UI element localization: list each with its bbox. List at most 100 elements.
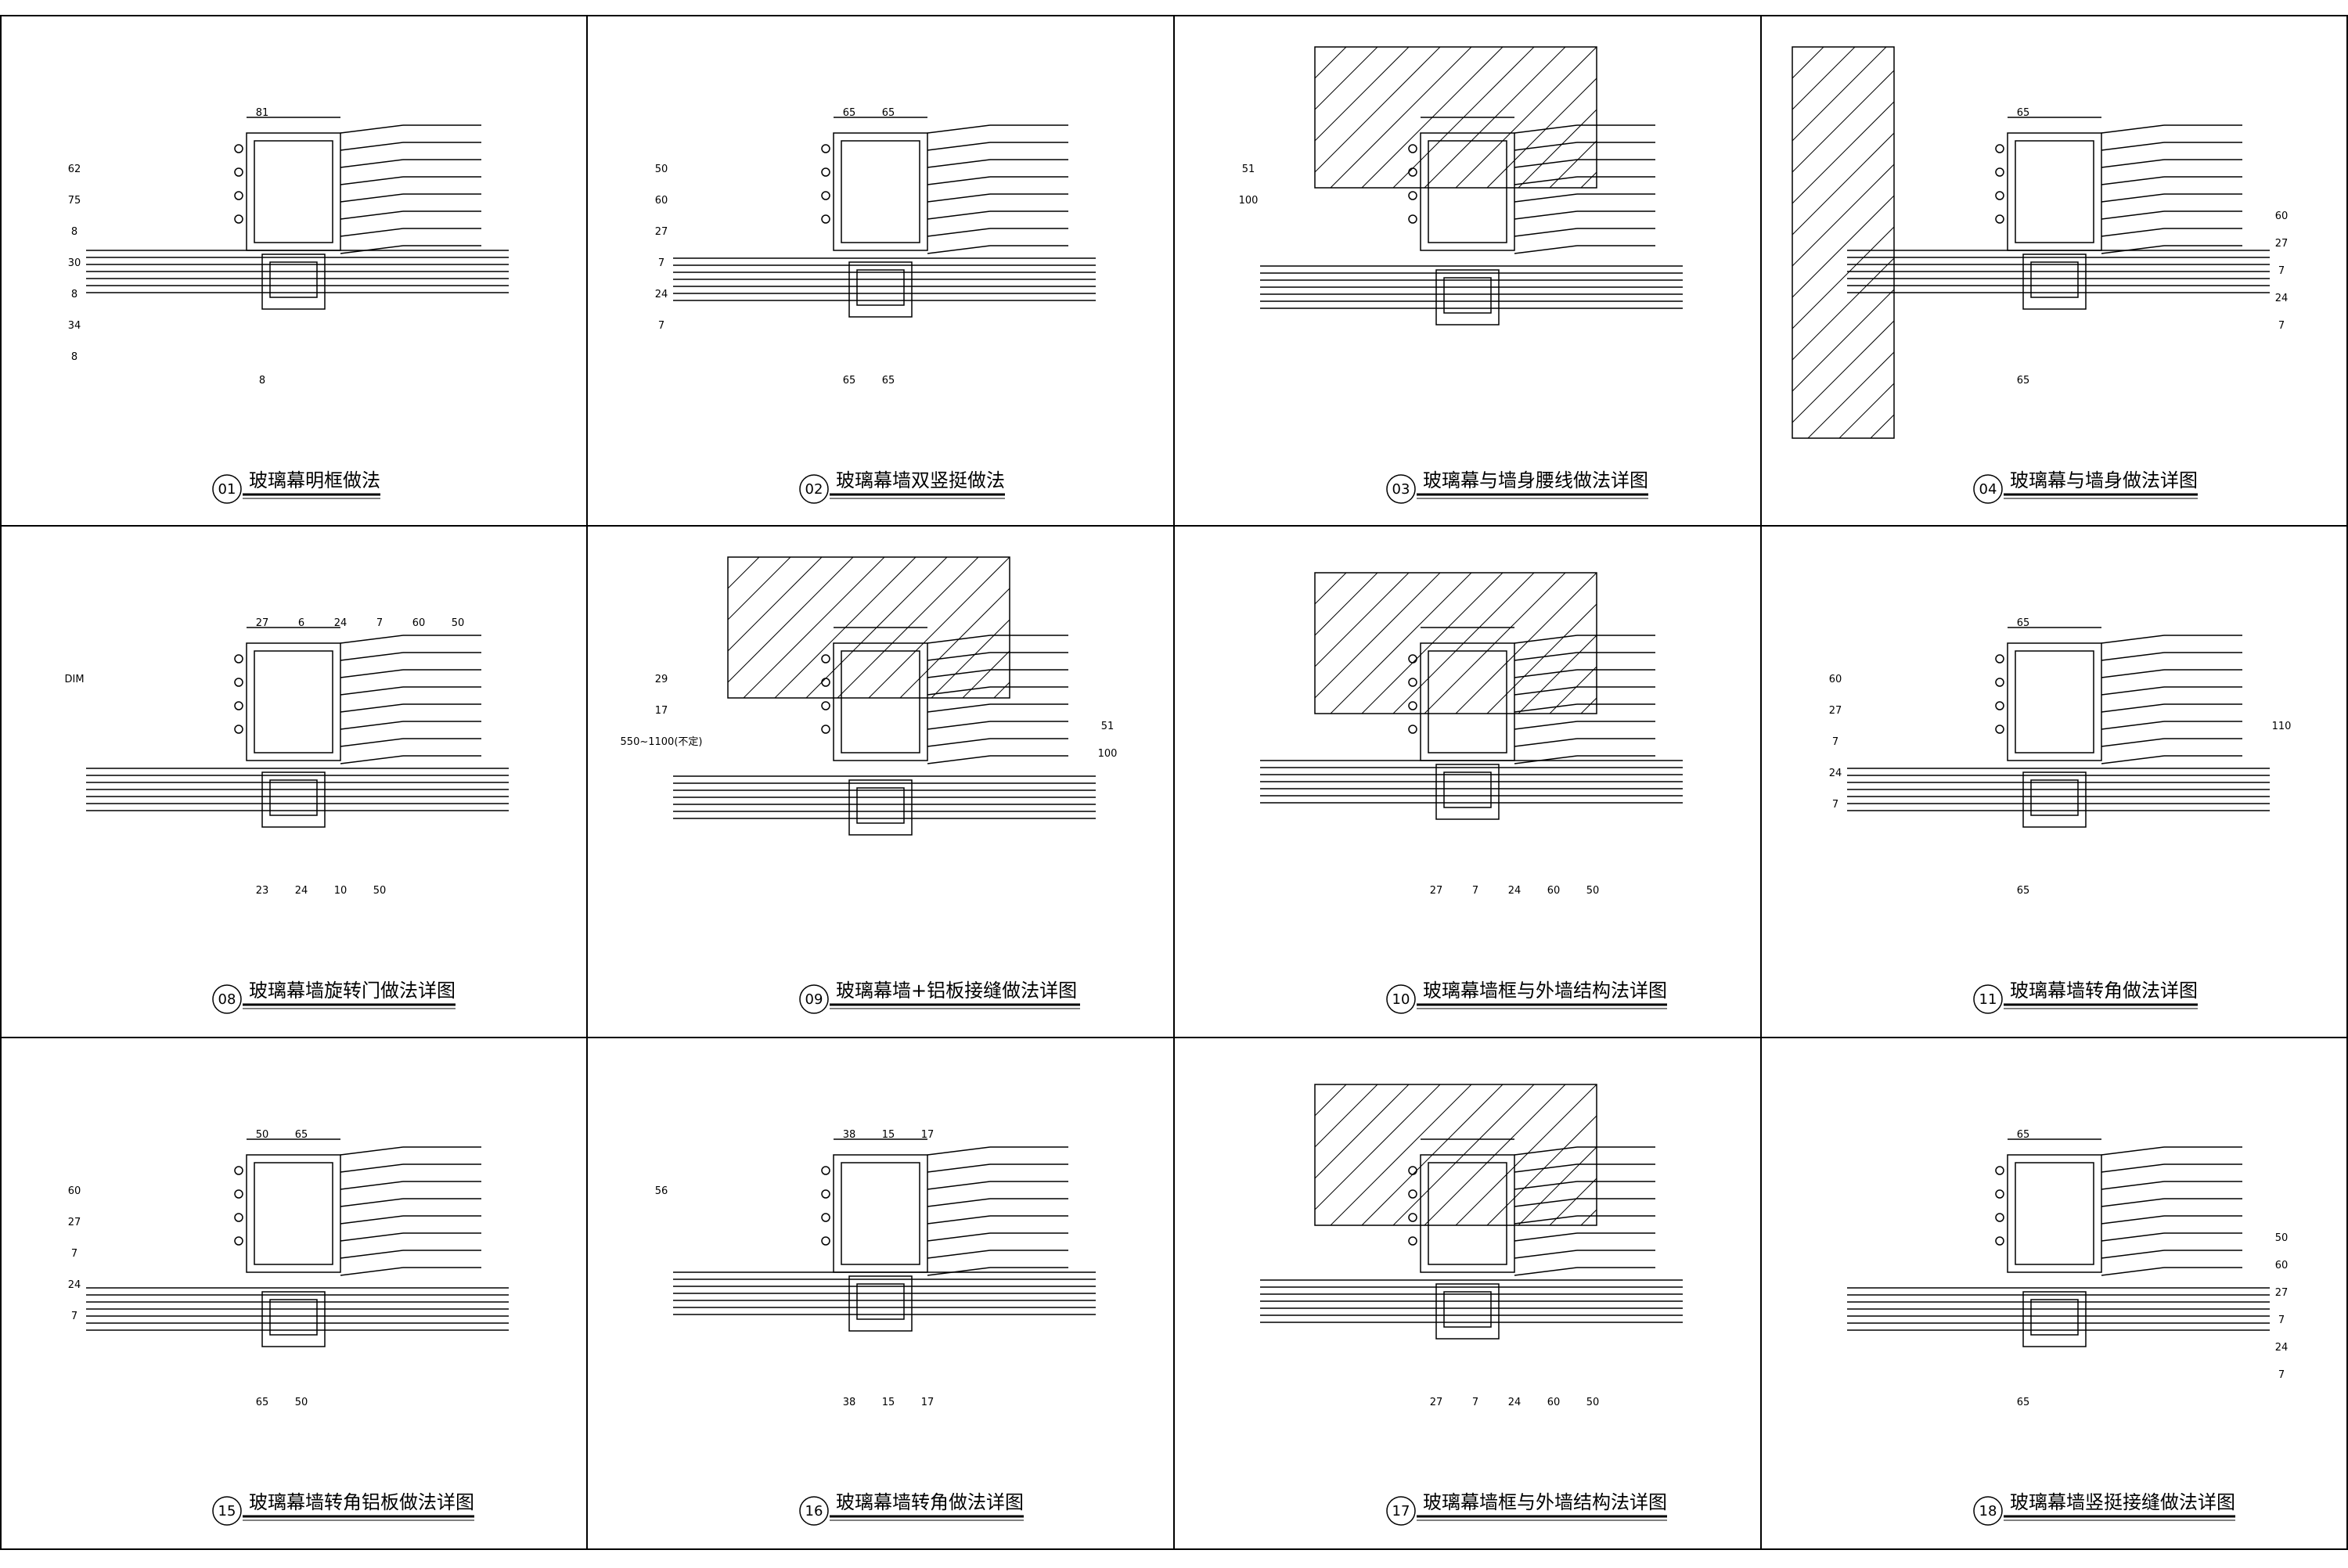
dim-left-01-0: 62: [68, 164, 81, 175]
dim-right-04-1: 27: [2275, 238, 2289, 250]
dim-left-02-3: 7: [658, 257, 664, 269]
dim-right-18-1: 60: [2275, 1260, 2289, 1271]
dim-bottom-17-1: 7: [1472, 1397, 1478, 1408]
panel-title: 玻璃幕墙旋转门做法详图: [249, 980, 456, 1002]
panel-number-circle: [1386, 984, 1416, 1014]
dim-left-16-0: 56: [655, 1185, 668, 1197]
dim-top-01-0: 81: [256, 107, 269, 119]
dim-left-03-1: 100: [1239, 195, 1259, 207]
dim-top-08-4: 60: [412, 617, 426, 629]
dim-top-08-0: 27: [256, 617, 269, 629]
dim-right-04-0: 60: [2275, 210, 2289, 222]
panel-number: 18: [1979, 1503, 1997, 1519]
dim-left-02-5: 7: [658, 320, 664, 332]
dim-bottom-04-0: 65: [2017, 375, 2030, 387]
panel-number: 17: [1392, 1503, 1410, 1519]
panel-number-circle: [799, 1496, 829, 1526]
dim-left-15-1: 27: [68, 1217, 81, 1228]
panel-title: 玻璃幕墙双竖挺做法: [836, 469, 1005, 491]
dim-right-18-0: 50: [2275, 1232, 2289, 1244]
dim-left-01-1: 75: [68, 195, 81, 207]
panel-title: 玻璃幕墙框与外墙结构法详图: [1423, 1491, 1667, 1513]
panel-number-circle: [212, 984, 242, 1014]
dim-bottom-10-0: 27: [1430, 885, 1443, 897]
dim-left-01-3: 30: [68, 257, 81, 269]
dim-top-16-0: 38: [843, 1129, 856, 1141]
panel-number: 11: [1979, 991, 1997, 1008]
panel-title: 玻璃幕墙转角做法详图: [2010, 980, 2198, 1002]
panel-number-circle: [1973, 984, 2003, 1014]
dim-right-09-0: 51: [1101, 721, 1115, 732]
dim-bottom-16-1: 15: [882, 1397, 895, 1408]
dim-bottom-02-1: 65: [882, 375, 895, 387]
dim-left-01-5: 34: [68, 320, 81, 332]
panel-number: 09: [805, 991, 823, 1008]
dim-left-11-1: 27: [1829, 705, 1842, 717]
panel-title: 玻璃幕与墙身腰线做法详图: [1423, 469, 1648, 491]
dim-top-04-0: 65: [2017, 107, 2030, 119]
dim-left-08-0: DIM: [64, 674, 84, 685]
panel-number: 10: [1392, 991, 1410, 1008]
dim-bottom-01-0: 8: [259, 375, 265, 387]
dim-bottom-17-4: 50: [1586, 1397, 1600, 1408]
dim-left-01-4: 8: [71, 289, 77, 300]
dim-bottom-08-2: 10: [334, 885, 348, 897]
dim-bottom-18-0: 65: [2017, 1397, 2030, 1408]
dim-bottom-16-0: 38: [843, 1397, 856, 1408]
panel-title: 玻璃幕墙框与外墙结构法详图: [1423, 980, 1667, 1002]
panel-title: 玻璃幕墙竖挺接缝做法详图: [2010, 1491, 2235, 1513]
dim-bottom-08-3: 50: [373, 885, 387, 897]
panel-title: 玻璃幕墙+铝板接缝做法详图: [836, 980, 1077, 1002]
dim-bottom-15-0: 65: [256, 1397, 269, 1408]
panel-number-circle: [1386, 1496, 1416, 1526]
dim-bottom-17-0: 27: [1430, 1397, 1443, 1408]
dim-top-08-2: 24: [334, 617, 348, 629]
dim-right-18-5: 7: [2278, 1369, 2285, 1381]
panel-number: 02: [805, 481, 823, 498]
dim-left-02-2: 27: [655, 226, 668, 238]
detail-panel-17: 27 7 24 60 50 17 玻璃幕墙框与外墙结构法详图: [1260, 1084, 1683, 1526]
dim-right-18-4: 24: [2275, 1342, 2289, 1354]
dim-right-11-0: 110: [2272, 721, 2292, 732]
dim-bottom-08-0: 23: [256, 885, 269, 897]
panel-number-circle: [1386, 474, 1416, 504]
detail-panel-03: 51 100 03 玻璃幕与墙身腰线做法详图: [1239, 46, 1683, 504]
panel-number: 01: [218, 481, 236, 498]
dim-top-18-0: 65: [2017, 1129, 2030, 1141]
panel-title: 玻璃幕墙转角铝板做法详图: [249, 1491, 474, 1513]
dim-top-08-1: 6: [298, 617, 304, 629]
sheet-frame: [0, 15, 2348, 1550]
dim-right-04-2: 7: [2278, 265, 2285, 277]
panel-number: 04: [1979, 481, 1997, 498]
dim-left-02-4: 24: [655, 289, 668, 300]
panel-number-circle: [799, 984, 829, 1014]
dim-top-15-1: 65: [295, 1129, 308, 1141]
panel-number: 16: [805, 1503, 823, 1519]
panel-number: 03: [1392, 481, 1410, 498]
dim-left-11-0: 60: [1829, 674, 1842, 685]
dim-left-03-0: 51: [1242, 164, 1255, 175]
dim-bottom-17-2: 24: [1508, 1397, 1522, 1408]
dim-bottom-10-1: 7: [1472, 885, 1478, 897]
dim-right-18-2: 27: [2275, 1287, 2289, 1299]
panel-number-circle: [1973, 1496, 2003, 1526]
dim-left-09-0: 29: [655, 674, 668, 685]
dim-bottom-16-2: 17: [921, 1397, 935, 1408]
dim-bottom-10-4: 50: [1586, 885, 1600, 897]
dim-left-11-2: 7: [1832, 736, 1838, 748]
dim-top-16-2: 17: [921, 1129, 935, 1141]
panel-number-circle: [212, 1496, 242, 1526]
dim-left-15-4: 7: [71, 1311, 77, 1322]
dim-bottom-08-1: 24: [295, 885, 308, 897]
dim-bottom-10-3: 60: [1547, 885, 1561, 897]
dim-left-09-1: 17: [655, 705, 668, 717]
dim-top-02-0: 65: [843, 107, 856, 119]
dim-bottom-17-3: 60: [1547, 1397, 1561, 1408]
panel-number: 08: [218, 991, 236, 1008]
